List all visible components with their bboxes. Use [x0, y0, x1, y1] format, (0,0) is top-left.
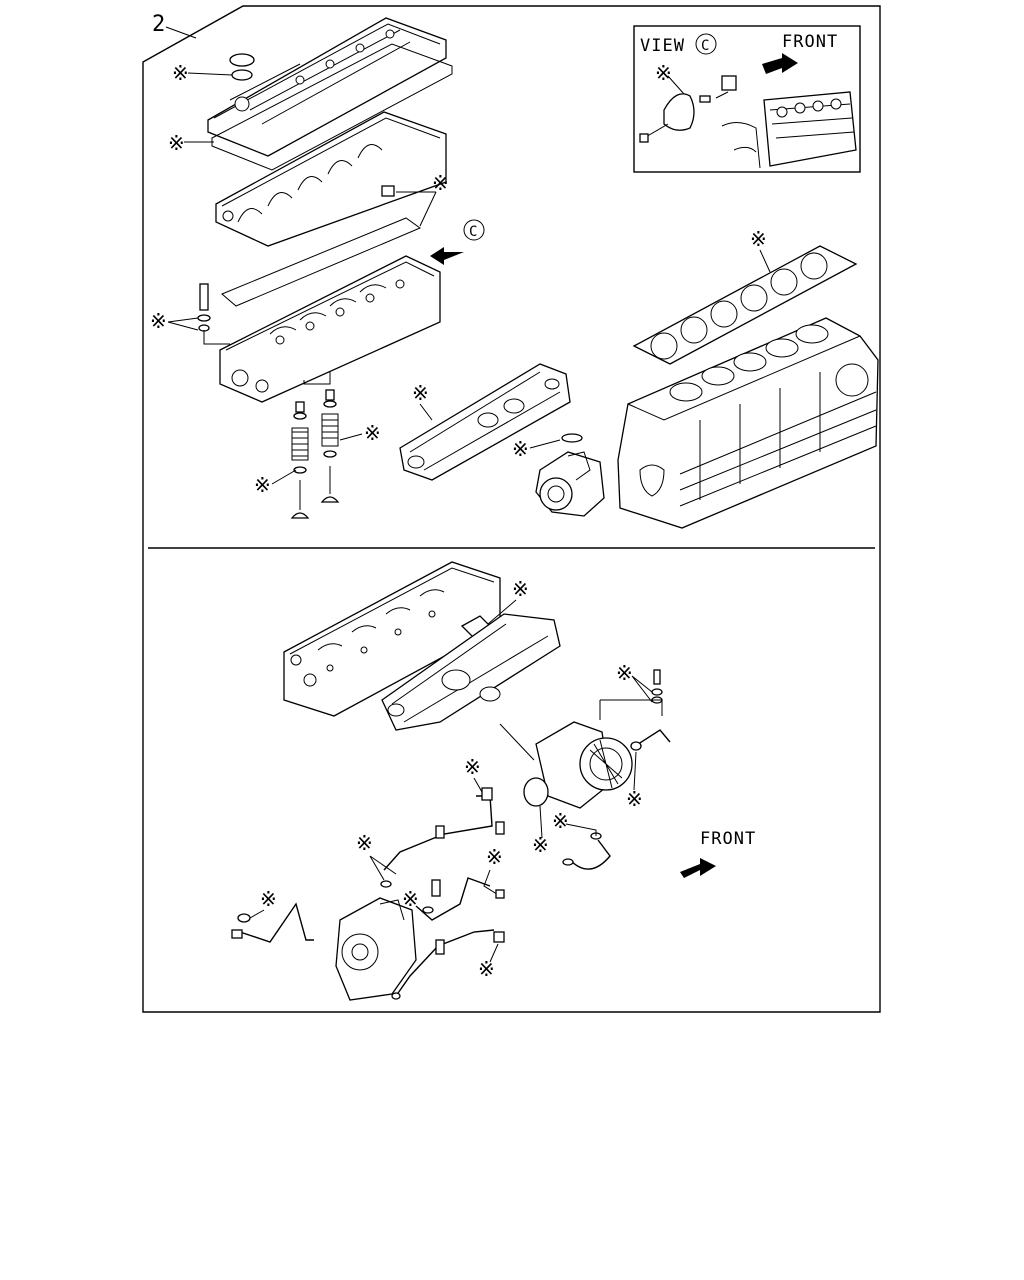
lower-front-indicator: FRONT	[680, 829, 756, 878]
part-marker: ※	[412, 381, 429, 405]
part-marker: ※	[750, 227, 767, 251]
water-pump: ※	[512, 433, 605, 517]
cylinder-head: ※	[150, 217, 441, 403]
part-marker: ※	[486, 845, 503, 869]
valve-seal-icon	[293, 466, 307, 474]
part-marker: ※	[616, 661, 633, 685]
turbocharger: ※ ※ ※ ※	[523, 661, 671, 870]
view-front-label: FRONT	[782, 32, 838, 52]
part-marker: ※	[655, 61, 672, 85]
turbo-gasket-icon	[523, 777, 549, 807]
view-c-inset: VIEW C FRONT ※	[633, 25, 861, 173]
air-compressor-piping: ※ ※ ※ ※ ※ ※	[231, 755, 505, 1001]
view-marker-circle	[695, 33, 717, 55]
valve-components: ※ ※	[254, 389, 381, 519]
part-marker: ※	[364, 421, 381, 445]
view-arrow-icon	[430, 247, 464, 265]
part-marker: ※	[150, 309, 167, 333]
part-marker: ※	[512, 437, 529, 461]
part-marker: ※	[626, 787, 643, 811]
view-c-reference: C	[430, 219, 485, 265]
part-marker: ※	[254, 473, 271, 497]
part-marker: ※	[464, 755, 481, 779]
part-marker: ※	[512, 577, 529, 601]
view-reference-letter: C	[469, 224, 477, 240]
view-title: VIEW	[640, 36, 685, 56]
part-marker: ※	[552, 809, 569, 833]
part-marker: ※	[168, 131, 185, 155]
part-marker: ※	[356, 831, 373, 855]
lower-front-label: FRONT	[700, 829, 756, 849]
camshaft-carrier: ※	[215, 111, 449, 247]
lower-front-arrow-icon	[680, 858, 716, 878]
part-marker: ※	[402, 887, 419, 911]
oil-cap-icon	[229, 53, 255, 67]
pump-o-ring-icon	[561, 433, 583, 443]
front-arrow-icon	[762, 53, 798, 74]
cylinder-block: ※	[617, 227, 879, 529]
part-marker: ※	[532, 833, 549, 857]
exhaust-manifold-top: ※	[399, 363, 571, 481]
rocker-cover-assembly: ※ ※	[168, 17, 453, 171]
part-marker: ※	[432, 171, 449, 195]
view-marker-letter: C	[701, 38, 709, 54]
callout-number: 2	[152, 12, 165, 37]
cover-gasket	[211, 43, 453, 171]
part-marker: ※	[478, 957, 495, 981]
part-marker: ※	[172, 61, 189, 85]
part-marker: ※	[260, 887, 277, 911]
exhaust-manifold-lower: ※	[381, 577, 561, 761]
diagram-frame	[142, 5, 881, 1013]
